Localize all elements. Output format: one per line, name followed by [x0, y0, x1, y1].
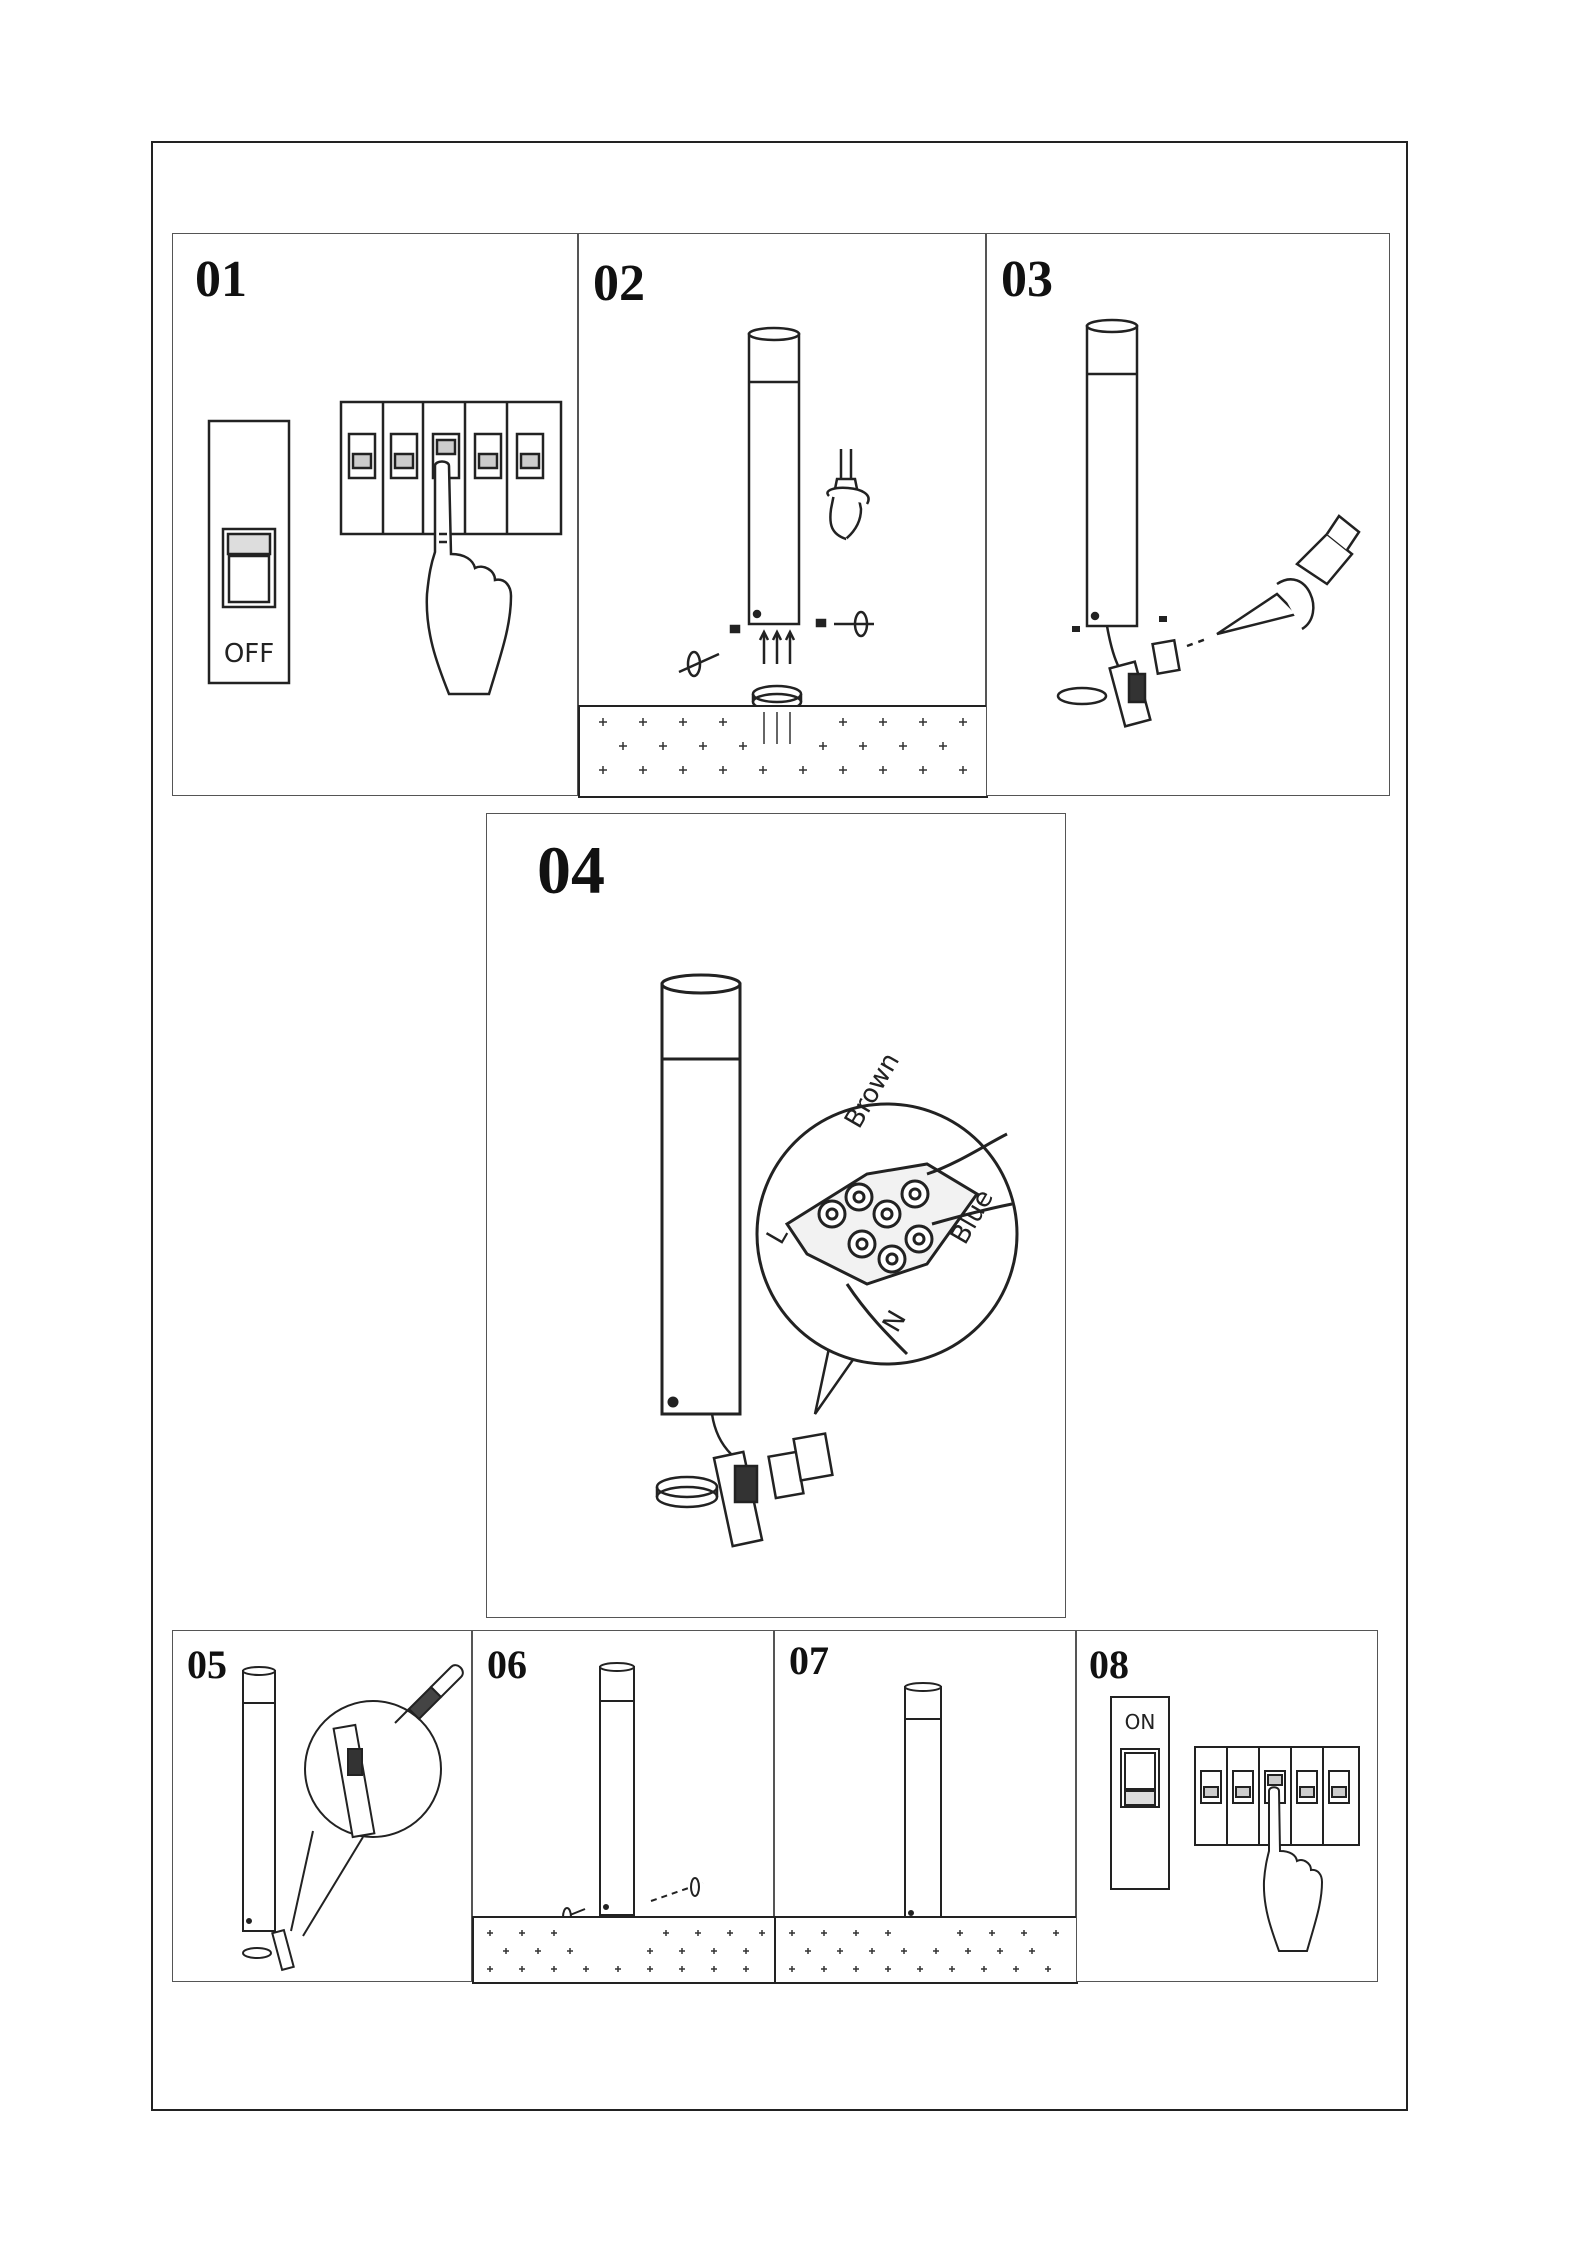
- step-04-illustration: Brown Blue L N: [487, 814, 1067, 1619]
- step-06-panel: 06: [472, 1630, 774, 1982]
- switch-label: ON: [1125, 1710, 1156, 1734]
- step-01-illustration: OFF: [173, 234, 579, 797]
- bollard-lamp-icon: [600, 1663, 634, 1915]
- step-05-illustration: [173, 1631, 473, 1983]
- step-01-panel: 01 OFF: [172, 233, 578, 796]
- step-06-illustration: [473, 1631, 775, 1983]
- step-04-panel: 04: [486, 813, 1066, 1618]
- ground-icon: [473, 1917, 775, 1983]
- step-02-illustration: [579, 234, 987, 797]
- step-07-panel: 07: [774, 1630, 1076, 1982]
- bollard-lamp-icon: [1087, 320, 1137, 626]
- ground-icon: [579, 706, 987, 797]
- terminal-block-icon: [1058, 626, 1179, 726]
- wall-plug-icon: [1187, 516, 1359, 646]
- step-05-panel: 05: [172, 1630, 472, 1982]
- bollard-lamp-icon: [243, 1667, 275, 1931]
- bollard-lamp-icon: [662, 975, 740, 1414]
- step-08-illustration: ON: [1077, 1631, 1379, 1983]
- step-03-illustration: [987, 234, 1391, 797]
- hand-icon: [427, 462, 511, 695]
- step-03-panel: 03: [986, 233, 1390, 796]
- hand-icon: [1264, 1787, 1322, 1951]
- step-02-panel: 02: [578, 233, 986, 796]
- switch-label: OFF: [224, 639, 274, 669]
- bollard-lamp-icon: [905, 1683, 941, 1921]
- step-07-illustration: [775, 1631, 1077, 1983]
- bollard-lamp-icon: [749, 328, 799, 624]
- step-08-panel: 08 ON: [1076, 1630, 1378, 1982]
- ground-icon: [775, 1917, 1077, 1983]
